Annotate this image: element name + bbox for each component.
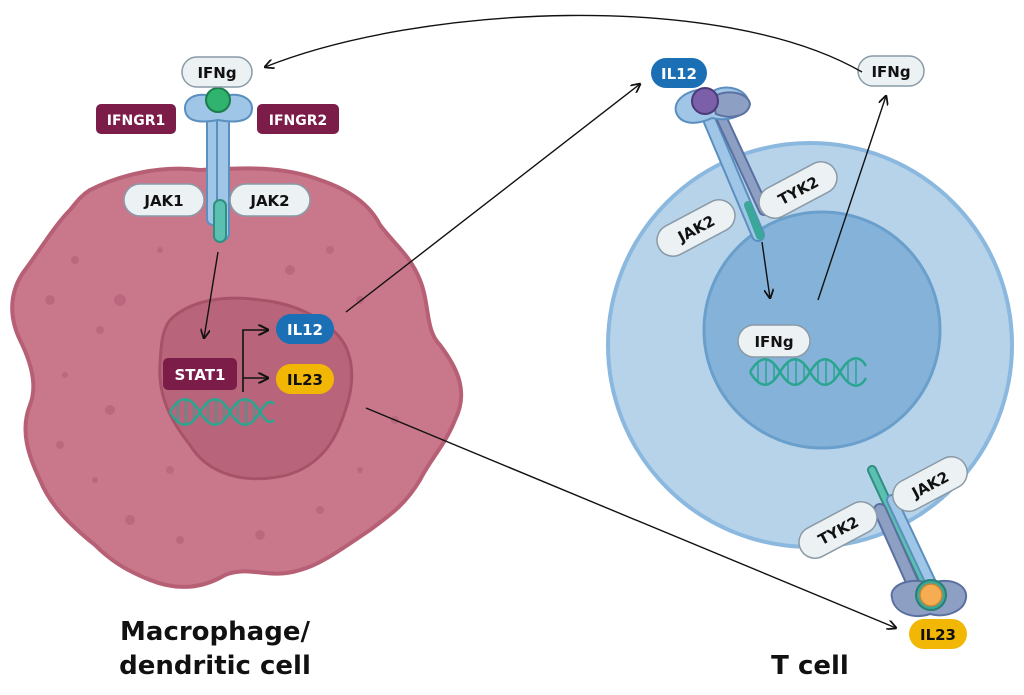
ifng-macrophage-label: IFNg xyxy=(197,64,236,82)
stat1-label: STAT1 xyxy=(175,366,226,384)
ifng-macrophage-pill: IFNg xyxy=(181,56,253,88)
ifngr2-label: IFNGR2 xyxy=(269,113,328,129)
arrow-il12-to-tcell xyxy=(345,84,640,313)
ifng-receptor xyxy=(183,87,254,243)
ifng-tcell-nucleus-label: IFNg xyxy=(754,333,793,351)
tcell-nucleus xyxy=(702,210,942,450)
arrow-ifng-feedback xyxy=(265,14,863,73)
ifng-released-label: IFNg xyxy=(871,63,910,81)
il23-nucleus-pill: IL23 xyxy=(276,364,334,394)
il23-receptor xyxy=(867,465,968,617)
arrow-receptor-to-nucleus xyxy=(761,241,770,298)
il12-nucleus-label: IL12 xyxy=(287,321,323,339)
ifng-tcell-nucleus-pill: IFNg xyxy=(737,324,811,358)
dna-tcell-icon xyxy=(748,357,868,387)
il23-tcell-label: IL23 xyxy=(920,626,956,644)
macrophage-caption-line1: Macrophage/ xyxy=(120,617,310,647)
ifngr1-badge: IFNGR1 xyxy=(96,104,176,134)
tcell-caption: T cell xyxy=(730,649,890,683)
macrophage-caption-line2: dendritic cell xyxy=(119,651,311,681)
ifngr1-label: IFNGR1 xyxy=(107,113,166,129)
jak1-pill: JAK1 xyxy=(123,183,205,217)
promoter-arrows xyxy=(242,330,268,392)
stat1-badge: STAT1 xyxy=(163,358,237,390)
il23-tcell-pill: IL23 xyxy=(909,619,967,649)
dna-macrophage-icon xyxy=(168,398,275,426)
ifng-released-pill: IFNg xyxy=(857,55,925,87)
tcell-caption-text: T cell xyxy=(771,651,849,681)
il12-tcell-pill: IL12 xyxy=(651,58,707,88)
arrow-il23-to-tcell xyxy=(365,407,896,628)
il12-nucleus-pill: IL12 xyxy=(276,314,334,344)
il12-receptor xyxy=(674,86,770,242)
ifngr2-badge: IFNGR2 xyxy=(257,104,339,134)
jak2-macrophage-pill: JAK2 xyxy=(229,183,311,217)
signaling-arrows xyxy=(204,14,896,628)
arrow-receptor-to-stat1 xyxy=(204,251,219,338)
jak2-macrophage-label: JAK2 xyxy=(249,192,289,210)
macrophage-caption: Macrophage/ dendritic cell xyxy=(70,615,360,683)
jak1-label: JAK1 xyxy=(143,192,183,210)
il23-nucleus-label: IL23 xyxy=(287,371,323,389)
il12-tcell-label: IL12 xyxy=(661,65,697,83)
arrow-ifng-release xyxy=(817,96,886,301)
jak2-bottom-pill: JAK2 xyxy=(892,455,968,513)
